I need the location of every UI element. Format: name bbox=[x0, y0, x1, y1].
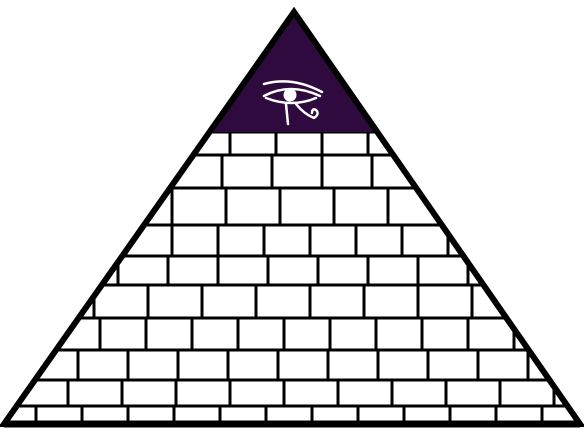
pyramid-illustration bbox=[0, 0, 584, 432]
